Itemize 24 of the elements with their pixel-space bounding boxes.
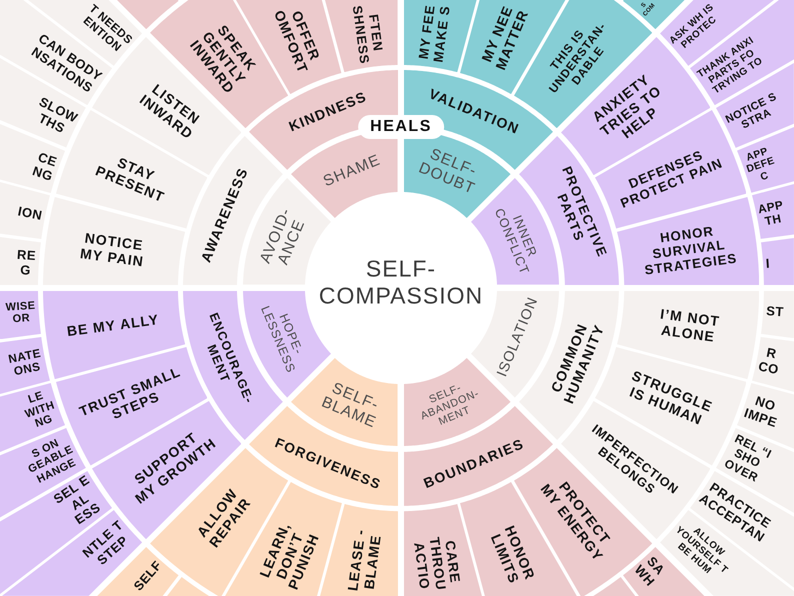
segment-label: NOTICE MY PAIN <box>78 230 146 270</box>
segment-label: HONOR SURVIVAL STRATEGIES <box>642 222 739 278</box>
segment-label: MY FEE MAKE S <box>416 2 454 64</box>
pill-label: HEALS <box>358 115 444 139</box>
segment-label: WISE OR <box>5 300 38 326</box>
segment-label: CARE THROU ACTIO <box>410 535 464 594</box>
segment-label: APP TH <box>756 198 786 230</box>
segment-label: I <box>764 256 772 272</box>
segment-label: ION <box>16 204 44 224</box>
segment-label: NO IMPE <box>742 392 780 430</box>
hub-title: SELF-COMPASSION <box>318 256 484 309</box>
segment-label: FTEN SHNESS <box>349 3 386 66</box>
segment-label: AVOID-ANCE <box>256 205 310 270</box>
segment-label: APP DEFE C <box>744 144 778 185</box>
segment-label: LEASE -BLAME <box>345 527 384 594</box>
segment-label: R CO <box>756 344 782 378</box>
segment-label: SA WH <box>630 553 668 590</box>
segment-label: I’M NOT ALONE <box>658 306 722 346</box>
segment-label: LE WITH NG <box>22 389 58 433</box>
segment-label: NATE ONS <box>7 346 44 379</box>
segment-label: BE MY ALLY <box>65 312 161 340</box>
segment-label: ST <box>764 304 785 320</box>
segment-label: CE NG <box>30 150 60 184</box>
segment-label: RE G <box>16 248 38 279</box>
